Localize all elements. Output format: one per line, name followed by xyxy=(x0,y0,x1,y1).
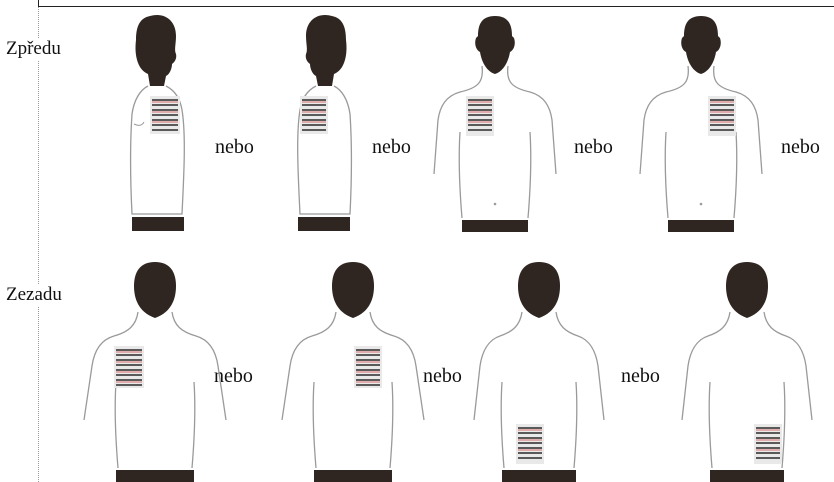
separator-front-2: nebo xyxy=(372,136,411,159)
back-figure-b xyxy=(278,262,428,482)
frame-left-border xyxy=(38,0,39,482)
back-electrode-1 xyxy=(114,346,144,388)
front-figure-front-a xyxy=(430,14,560,234)
front-figure-front-b xyxy=(636,14,766,234)
separator-front-3: nebo xyxy=(574,136,613,159)
front-electrode-3 xyxy=(466,96,494,136)
front-electrode-2 xyxy=(300,96,328,134)
front-electrode-4 xyxy=(708,96,736,136)
back-figure-a xyxy=(80,262,230,482)
back-electrode-4 xyxy=(754,424,782,464)
separator-front-1: nebo xyxy=(215,136,254,159)
back-electrode-2 xyxy=(354,346,382,388)
back-figure-d xyxy=(682,262,812,482)
separator-back-2: nebo xyxy=(423,365,462,388)
frame-corner xyxy=(38,0,45,6)
separator-back-3: nebo xyxy=(621,365,660,388)
back-row-label: Zezadu xyxy=(6,284,64,306)
frame-top-border xyxy=(38,6,834,7)
front-row-label: Zpředu xyxy=(6,38,63,60)
front-electrode-1 xyxy=(150,96,180,134)
back-electrode-3 xyxy=(516,424,544,464)
separator-front-4: nebo xyxy=(781,136,820,159)
